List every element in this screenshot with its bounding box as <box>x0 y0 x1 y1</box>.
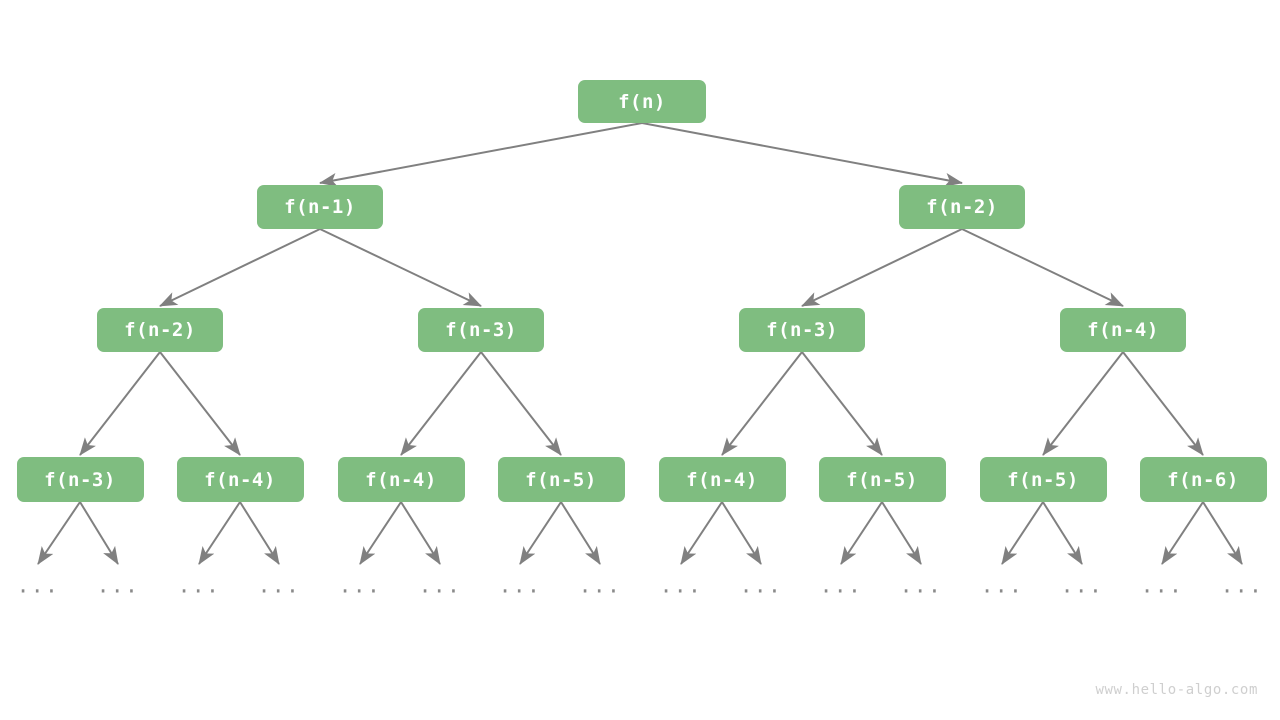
leaf-ellipsis: ... <box>659 573 703 598</box>
leaf-edge-n8-2 <box>198 501 241 565</box>
leaf-edge-n14-15 <box>1202 501 1243 565</box>
leaf-edge-n11-8 <box>680 501 723 565</box>
leaf-edge-n10-6 <box>519 501 562 565</box>
tree-node-n14: f(n-6) <box>1139 457 1267 502</box>
tree-node-n2: f(n-2) <box>899 185 1025 229</box>
tree-node-n8: f(n-4) <box>176 457 304 502</box>
tree-node-n10: f(n-5) <box>497 457 625 502</box>
leaf-edge-n13-12 <box>1001 501 1044 565</box>
tree-node-n12: f(n-5) <box>818 457 946 502</box>
leaf-edge-n7-0 <box>37 501 81 565</box>
leaf-ellipsis: ... <box>338 573 382 598</box>
edge-n0-n1 <box>319 122 643 187</box>
leaf-edge-n11-9 <box>721 501 762 565</box>
tree-node-n9: f(n-4) <box>337 457 465 502</box>
leaf-ellipsis: ... <box>1220 573 1264 598</box>
edge-n6-n13 <box>1042 351 1124 456</box>
edge-n3-n8 <box>159 351 241 456</box>
edge-n2-n5 <box>801 228 963 307</box>
edge-n3-n7 <box>79 351 161 456</box>
leaf-ellipsis: ... <box>177 573 221 598</box>
leaf-edge-n12-10 <box>840 501 883 565</box>
leaf-edge-n14-14 <box>1161 501 1204 565</box>
tree-node-n1: f(n-1) <box>257 185 383 229</box>
edge-n4-n10 <box>480 351 562 456</box>
leaf-ellipsis: ... <box>1140 573 1184 598</box>
leaf-ellipsis: ... <box>578 573 622 598</box>
leaf-edge-n7-1 <box>79 501 119 565</box>
tree-node-n7: f(n-3) <box>16 457 144 502</box>
edge-n4-n9 <box>400 351 482 456</box>
leaf-ellipsis: ... <box>1060 573 1104 598</box>
leaf-edge-n9-5 <box>400 501 441 565</box>
leaf-edge-n10-7 <box>560 501 601 565</box>
leaf-ellipsis: ... <box>899 573 943 598</box>
edge-n0-n2 <box>641 122 963 187</box>
leaf-edge-n9-4 <box>359 501 402 565</box>
leaf-edge-n13-13 <box>1042 501 1083 565</box>
edge-n5-n11 <box>721 351 803 456</box>
leaf-ellipsis: ... <box>16 573 60 598</box>
tree-node-n3: f(n-2) <box>97 308 223 352</box>
edge-n2-n6 <box>961 228 1124 307</box>
tree-node-n5: f(n-3) <box>739 308 865 352</box>
leaf-ellipsis: ... <box>96 573 140 598</box>
leaf-edge-n8-3 <box>239 501 280 565</box>
leaf-ellipsis: ... <box>819 573 863 598</box>
tree-node-n4: f(n-3) <box>418 308 544 352</box>
leaf-edge-n12-11 <box>881 501 922 565</box>
leaf-ellipsis: ... <box>257 573 301 598</box>
leaf-ellipsis: ... <box>980 573 1024 598</box>
leaf-ellipsis: ... <box>418 573 462 598</box>
tree-node-n6: f(n-4) <box>1060 308 1186 352</box>
tree-node-n11: f(n-4) <box>658 457 786 502</box>
watermark: www.hello-algo.com <box>1095 682 1258 698</box>
leaf-ellipsis: ... <box>498 573 542 598</box>
edge-n1-n4 <box>319 228 482 307</box>
edge-n1-n3 <box>159 228 321 307</box>
tree-node-n13: f(n-5) <box>979 457 1107 502</box>
edge-n5-n12 <box>801 351 883 456</box>
edge-n6-n14 <box>1122 351 1204 456</box>
tree-node-n0: f(n) <box>578 80 706 123</box>
leaf-ellipsis: ... <box>739 573 783 598</box>
